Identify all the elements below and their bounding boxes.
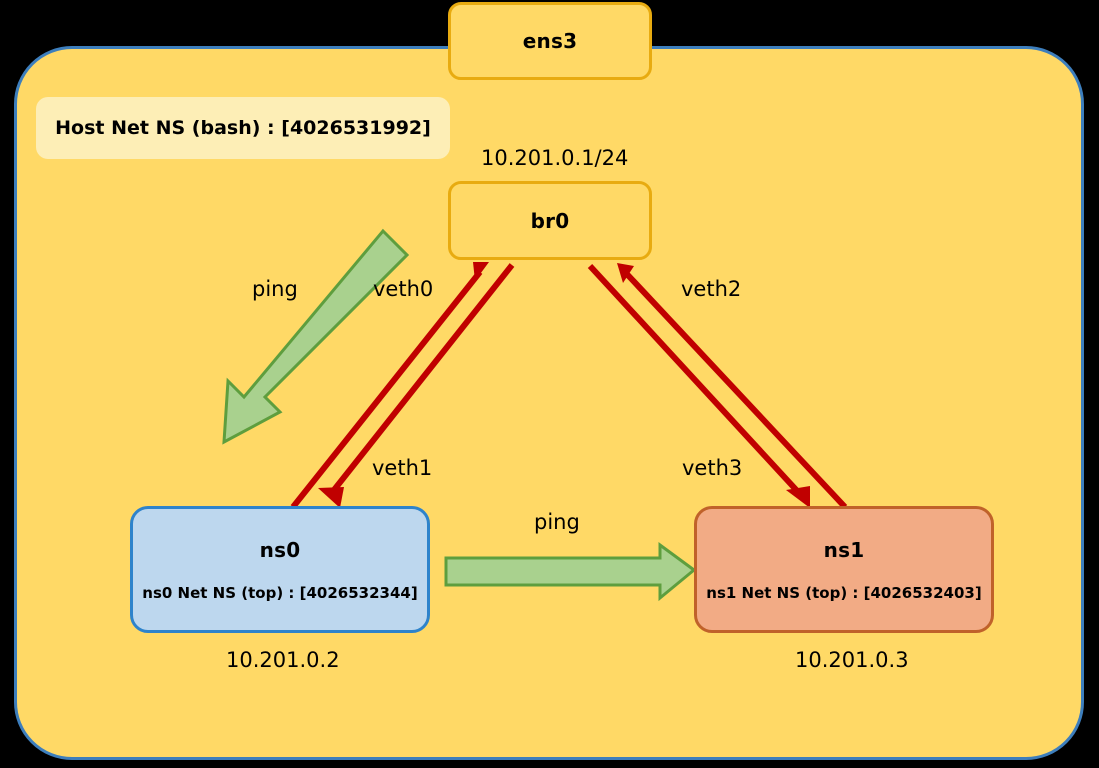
node-ns1[interactable]: ns1 ns1 Net NS (top) : [4026532403] bbox=[694, 506, 994, 633]
node-ens3[interactable]: ens3 bbox=[448, 2, 652, 80]
node-ns0[interactable]: ns0 ns0 Net NS (top) : [4026532344] bbox=[130, 506, 430, 633]
ns0-ip-label: 10.201.0.2 bbox=[226, 648, 340, 672]
node-ens3-label: ens3 bbox=[522, 29, 578, 53]
ns1-ip-label: 10.201.0.3 bbox=[795, 648, 909, 672]
veth2-label: veth2 bbox=[681, 277, 742, 301]
node-ns1-label: ns1 bbox=[823, 537, 865, 562]
node-ns0-label: ns0 bbox=[259, 537, 301, 562]
host-namespace-container bbox=[14, 46, 1084, 760]
ping-label-host-to-ns0: ping bbox=[252, 277, 298, 301]
veth1-label: veth1 bbox=[372, 456, 433, 480]
ping-label-ns0-to-ns1: ping bbox=[534, 510, 580, 534]
node-br0-label: br0 bbox=[530, 208, 570, 233]
host-namespace-badge: Host Net NS (bash) : [4026531992] bbox=[36, 97, 450, 159]
node-ns1-namespace-id: ns1 Net NS (top) : [4026532403] bbox=[706, 583, 982, 602]
node-ns0-namespace-id: ns0 Net NS (top) : [4026532344] bbox=[142, 583, 418, 602]
br0-ip-label: 10.201.0.1/24 bbox=[481, 146, 629, 170]
veth3-label: veth3 bbox=[682, 456, 743, 480]
veth0-label: veth0 bbox=[373, 277, 434, 301]
node-br0[interactable]: br0 bbox=[448, 181, 652, 260]
